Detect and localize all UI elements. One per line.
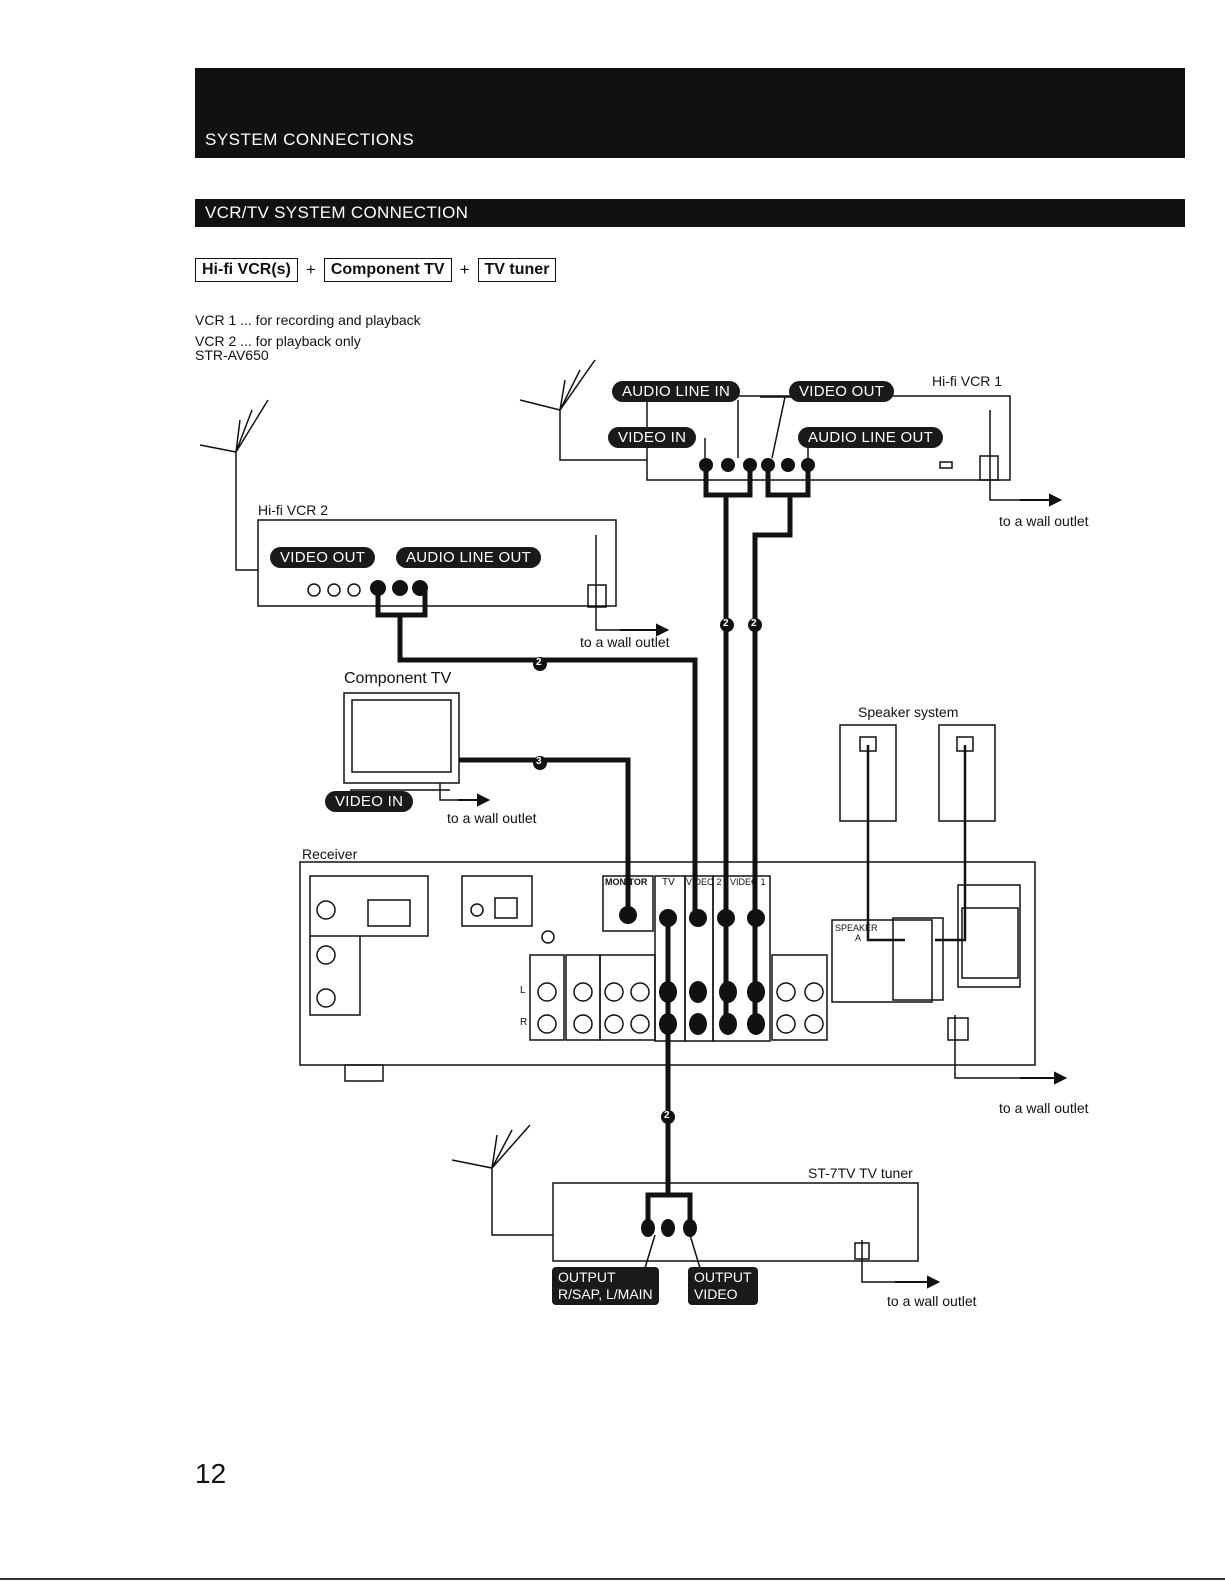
label-tuner-output-video: OUTPUT VIDEO (688, 1267, 758, 1305)
receiver-label-right: R (520, 1017, 528, 1028)
pill-vcr1-audio-line-out: AUDIO LINE OUT (798, 427, 944, 448)
label-tv-tuner: ST-7TV TV tuner (808, 1165, 913, 1181)
req-hifi-vcr: Hi-fi VCR(s) (195, 258, 298, 282)
cable-marker-label: 2 (664, 1110, 670, 1121)
cable-marker-label: 2 (536, 657, 542, 668)
wall-outlet-vcr1: to a wall outlet (999, 513, 1089, 529)
receiver-label-tv: TV (662, 877, 675, 888)
page-number: 12 (195, 1458, 227, 1489)
req-tv-tuner: TV tuner (477, 258, 557, 282)
tv-tuner-device (552, 1182, 919, 1262)
receiver-label-left: L (520, 985, 526, 996)
note-vcr1: VCR 1 ... for recording and playback (195, 312, 421, 328)
requirements-row: Hi-fi VCR(s) + Component TV + TV tuner (195, 258, 557, 282)
label-tuner-output-audio: OUTPUT R/SAP, L/MAIN (552, 1267, 659, 1305)
component-tv-device (343, 692, 460, 784)
label-receiver: Receiver (302, 846, 358, 862)
wall-outlet-vcr2: to a wall outlet (580, 634, 670, 650)
tuner-output-audio-line1: OUTPUT (558, 1269, 616, 1285)
pill-vcr1-video-in: VIDEO IN (608, 427, 697, 448)
section-title: SYSTEM CONNECTIONS (205, 130, 415, 149)
receiver-label-speaker-a: A (855, 933, 862, 943)
tuner-output-video-line1: OUTPUT (694, 1269, 752, 1285)
wall-outlet-tv: to a wall outlet (447, 810, 537, 826)
wall-outlet-receiver: to a wall outlet (999, 1100, 1089, 1116)
subsection-header-bar: VCR/TV SYSTEM CONNECTION (195, 199, 1185, 227)
subsection-title: VCR/TV SYSTEM CONNECTION (205, 203, 469, 222)
plus-sign: + (459, 260, 470, 279)
antenna-icon (519, 359, 647, 461)
page-bottom-border (0, 1578, 1225, 1580)
antenna-icon (199, 399, 269, 571)
receiver-label-video2: VIDEO 2 (686, 877, 722, 887)
tuner-output-video-line2: VIDEO (694, 1286, 738, 1302)
cable-marker-label: 2 (723, 618, 729, 629)
label-hifi-vcr2: Hi-fi VCR 2 (258, 502, 329, 518)
speaker-right (938, 724, 996, 822)
antenna-icon (451, 1124, 553, 1236)
cable-marker-label: 2 (751, 618, 757, 629)
label-speaker-system: Speaker system (858, 704, 959, 720)
cable-marker-icon (533, 618, 762, 1124)
receiver-label-speaker: SPEAKER (835, 923, 878, 933)
receiver-label-monitor: MONITOR (605, 877, 648, 887)
req-component-tv: Component TV (323, 258, 452, 282)
section-header-bar: SYSTEM CONNECTIONS (195, 68, 1185, 158)
label-hifi-vcr1: Hi-fi VCR 1 (932, 373, 1003, 389)
receiver-label-video1: VIDEO 1 (730, 877, 766, 887)
model-number: STR-AV650 (195, 347, 269, 363)
pill-vcr1-audio-line-in: AUDIO LINE IN (612, 381, 741, 402)
pill-vcr2-video-out: VIDEO OUT (270, 547, 376, 568)
tuner-output-audio-line2: R/SAP, L/MAIN (558, 1286, 653, 1302)
pill-vcr1-video-out: VIDEO OUT (789, 381, 895, 402)
note-vcr2: VCR 2 ... for playback only (195, 333, 361, 349)
pill-tv-video-in: VIDEO IN (325, 791, 414, 812)
hifi-vcr2-device (257, 519, 617, 607)
plus-sign: + (305, 260, 316, 279)
label-component-tv: Component TV (344, 670, 452, 687)
cable-marker-label: 3 (536, 756, 542, 767)
pill-vcr2-audio-line-out: AUDIO LINE OUT (396, 547, 542, 568)
wall-outlet-tuner: to a wall outlet (887, 1293, 977, 1309)
